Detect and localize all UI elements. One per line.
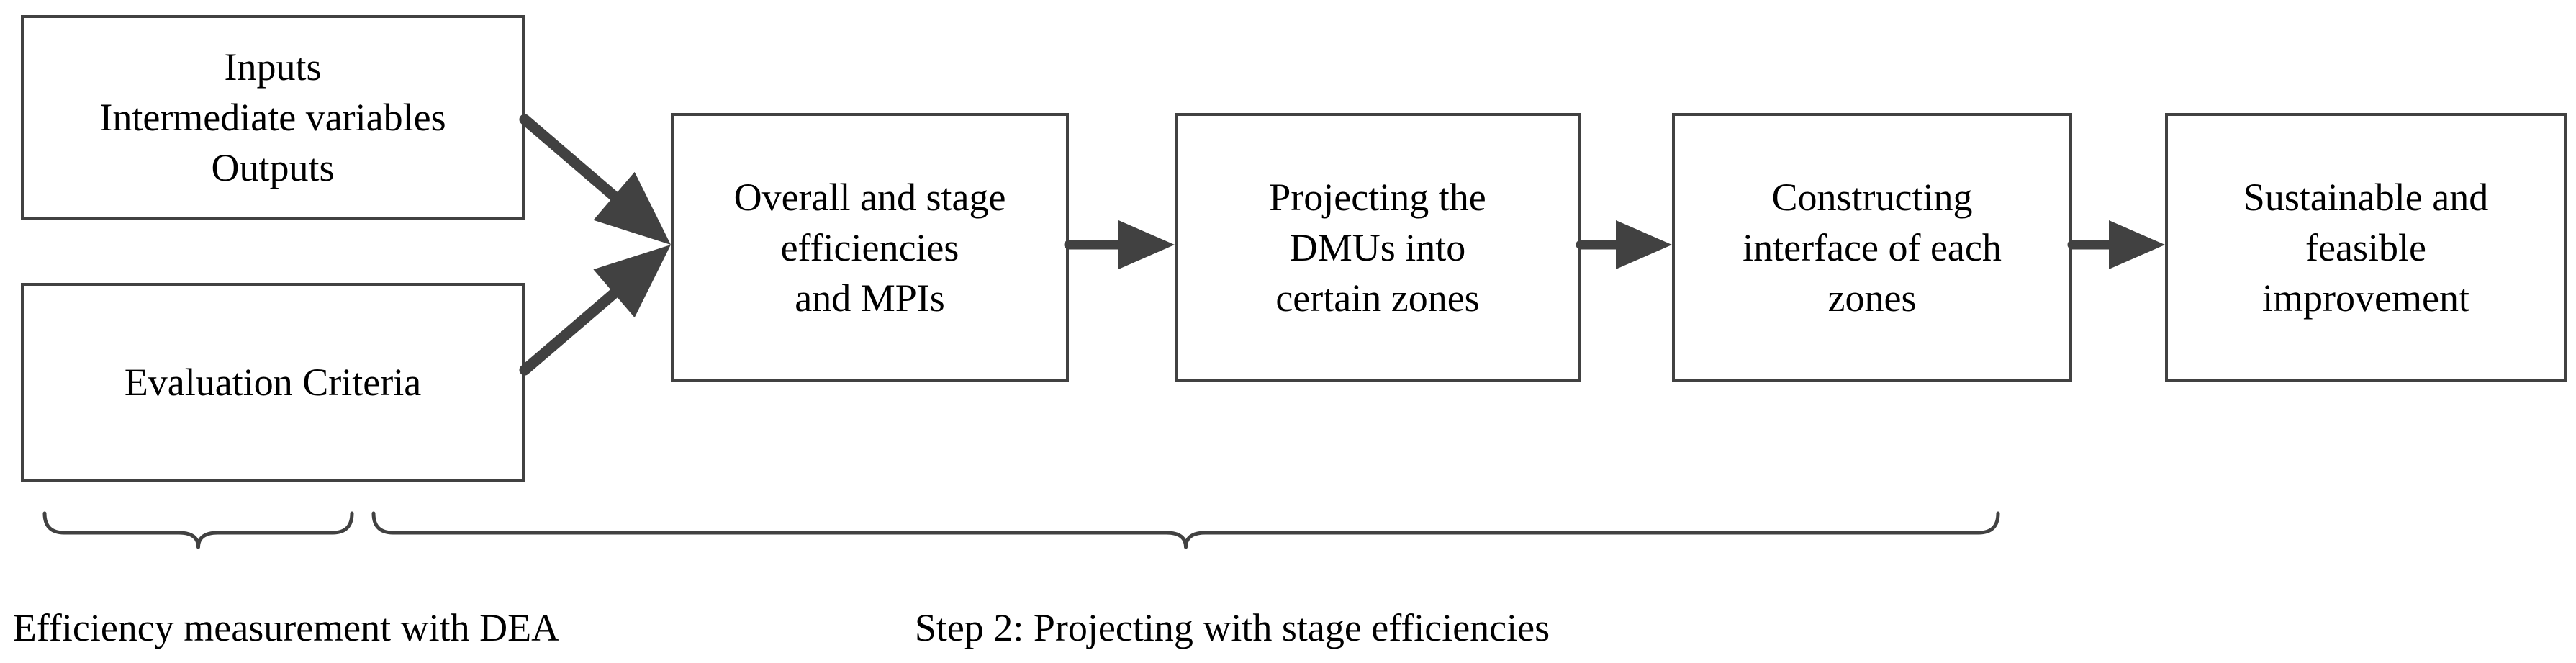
- improvement-box-label: Sustainable and feasible improvement: [2243, 175, 2489, 320]
- arrow-inputs-to-efficiencies-head: [593, 171, 671, 245]
- arrow-projecting-to-constructing-head: [1616, 220, 1672, 269]
- arrow-constructing-to-improvement-head: [2109, 220, 2165, 269]
- arrow-efficiencies-to-projecting-head: [1118, 220, 1175, 269]
- constructing-box-label: Constructing interface of each zones: [1743, 175, 2002, 320]
- efficiencies-box-label: Overall and stage efficiencies and MPIs: [733, 175, 1006, 320]
- evaluation-criteria-box: Evaluation Criteria: [21, 283, 525, 482]
- arrow-criteria-to-efficiencies-shaft: [519, 286, 622, 376]
- evaluation-criteria-box-label: Evaluation Criteria: [124, 361, 422, 405]
- inputs-box-label: Inputs Intermediate variables Outputs: [99, 45, 446, 190]
- projecting-box-label: Projecting the DMUs into certain zones: [1269, 175, 1486, 320]
- brace-step-2: [371, 511, 2000, 549]
- efficiencies-box: Overall and stage efficiencies and MPIs: [671, 113, 1069, 382]
- improvement-box: Sustainable and feasible improvement: [2165, 113, 2567, 382]
- step-1-label: Step 1: Efficiency measurement with DEA: [0, 606, 560, 649]
- inputs-box: Inputs Intermediate variables Outputs: [21, 15, 525, 220]
- arrow-inputs-to-efficiencies-shaft: [519, 114, 622, 204]
- brace-step-1: [42, 511, 354, 549]
- arrow-criteria-to-efficiencies-head: [593, 245, 671, 318]
- constructing-box: Constructing interface of each zones: [1672, 113, 2072, 382]
- projecting-box: Projecting the DMUs into certain zones: [1175, 113, 1581, 382]
- step-2-label: Step 2: Projecting with stage efficienci…: [914, 606, 1550, 649]
